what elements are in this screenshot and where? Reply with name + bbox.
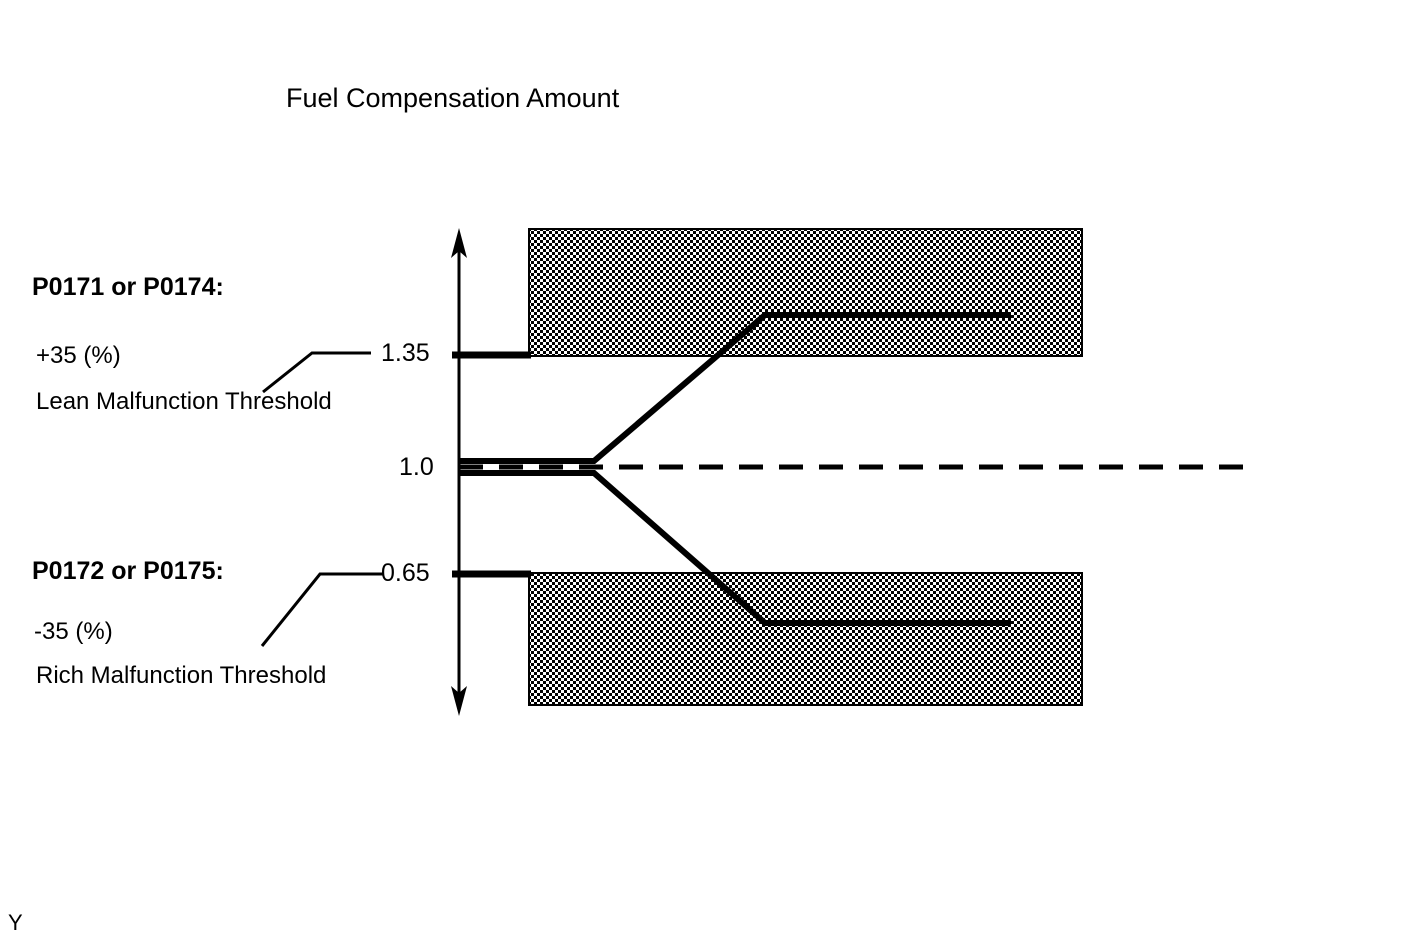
corner-marker: Y bbox=[8, 910, 23, 935]
y-axis-arrow-down bbox=[451, 686, 467, 716]
rich-percent-label: -35 (%) bbox=[34, 618, 113, 645]
rich-code-label: P0172 or P0175: bbox=[32, 557, 224, 585]
lean-leader-line bbox=[262, 351, 371, 394]
y-tick-label-1-35: 1.35 bbox=[381, 339, 430, 367]
rich-threshold-label: Rich Malfunction Threshold bbox=[36, 662, 327, 689]
y-tick-label-1-0: 1.0 bbox=[399, 453, 434, 481]
y-tick-label-0-65: 0.65 bbox=[381, 559, 430, 587]
lean-percent-label: +35 (%) bbox=[36, 342, 121, 369]
lean-code-label: P0171 or P0174: bbox=[32, 273, 224, 301]
rich-drift-trace bbox=[459, 470, 1011, 626]
page-title: Fuel Compensation Amount bbox=[286, 83, 620, 113]
rich-leader-line bbox=[260, 572, 383, 647]
lean-threshold-label: Lean Malfunction Threshold bbox=[36, 388, 332, 415]
lean-drift-trace bbox=[459, 312, 1011, 464]
rich-malfunction-band bbox=[528, 572, 1083, 706]
lean-malfunction-band bbox=[528, 228, 1083, 357]
y-axis-arrow-up bbox=[451, 228, 467, 258]
